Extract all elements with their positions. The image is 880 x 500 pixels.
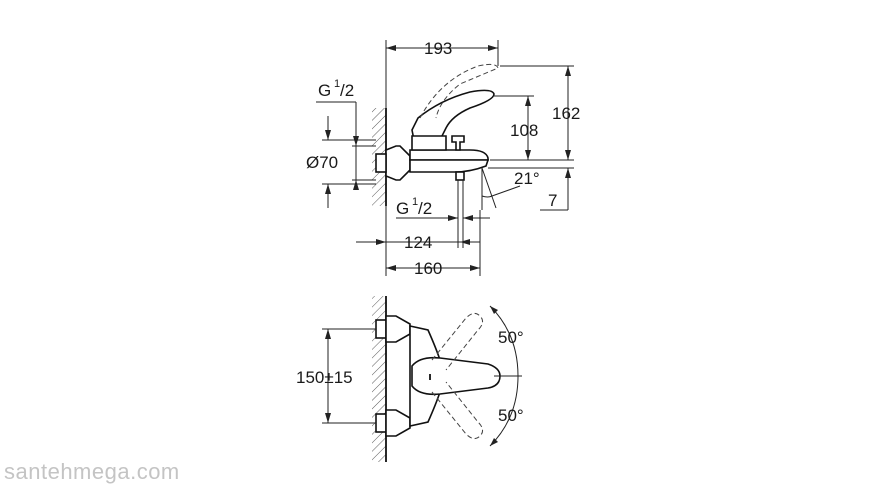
- spacing-label: 150±15: [296, 368, 353, 387]
- dim-160-arrow-r: [470, 265, 480, 271]
- angle-21-arc: [481, 195, 493, 198]
- angle-top-arrow: [490, 306, 498, 314]
- thread-top-arrow-b: [353, 180, 359, 190]
- dim-7-arrow: [565, 168, 571, 178]
- dim-193-label: 193: [424, 39, 452, 58]
- escutcheon-bottom-front: [385, 409, 411, 437]
- lever-front: [411, 356, 501, 396]
- thread-bottom-arrow-l: [448, 215, 458, 221]
- dim-108-label: 108: [510, 121, 538, 140]
- nut-top-front: [375, 319, 387, 339]
- dim-193-arrow-l: [386, 45, 396, 51]
- thread-bottom-num: 1: [412, 196, 418, 208]
- dim-162-label: 162: [552, 104, 580, 123]
- thread-top-num: 1: [334, 78, 340, 90]
- watermark: santehmega.com: [4, 459, 180, 484]
- angle-21-label: 21°: [514, 169, 540, 188]
- angle-bottom-label: 50°: [498, 406, 524, 425]
- dim-108-arrow-b: [525, 150, 531, 160]
- lever-dashed-up: [431, 312, 484, 371]
- stream-line: [481, 167, 497, 209]
- thread-top-label: G: [318, 81, 331, 100]
- mixer-body-side: [409, 149, 489, 161]
- mixer-body-lower: [409, 159, 490, 173]
- dim-108-arrow-t: [525, 96, 531, 106]
- side-view: 193 162 108 7 21° G 1 /2: [306, 39, 580, 278]
- dim-193-arrow-r: [488, 45, 498, 51]
- spacing-arrow-t: [325, 329, 331, 339]
- nut-bottom-front: [375, 413, 387, 433]
- thread-bottom-label: G: [396, 199, 409, 218]
- angle-21-leader: [491, 185, 521, 197]
- lever-dashed-down: [431, 381, 484, 440]
- dim-160-arrow-l: [386, 265, 396, 271]
- diverter-knob: [451, 135, 465, 151]
- spacing-arrow-b: [325, 413, 331, 423]
- angle-top-label: 50°: [498, 328, 524, 347]
- dim-162-arrow-b: [565, 150, 571, 160]
- outlet-side: [455, 171, 465, 181]
- lever-side: [411, 89, 495, 141]
- lever-raised-dashed: [419, 63, 499, 119]
- dim-124-label: 124: [404, 233, 432, 252]
- thread-top-arrow-t: [353, 136, 359, 146]
- dia-label: Ø70: [306, 153, 338, 172]
- escutcheon-side: [385, 145, 411, 181]
- dim-7-label: 7: [548, 191, 557, 210]
- dia-arrow-b: [325, 184, 331, 194]
- thread-bottom-den: /2: [418, 199, 432, 218]
- dim-160-label: 160: [414, 259, 442, 278]
- angle-bottom-arrow: [490, 438, 498, 446]
- dia-arrow-t: [325, 130, 331, 140]
- lever-collar: [411, 135, 447, 151]
- dim-124-arrow-l: [376, 239, 386, 245]
- escutcheon-top-front: [385, 315, 411, 343]
- nut-side: [375, 153, 387, 173]
- thread-top-den: /2: [340, 81, 354, 100]
- dim-162-arrow-t: [565, 66, 571, 76]
- front-view: 50° 50° 150±15: [296, 296, 524, 462]
